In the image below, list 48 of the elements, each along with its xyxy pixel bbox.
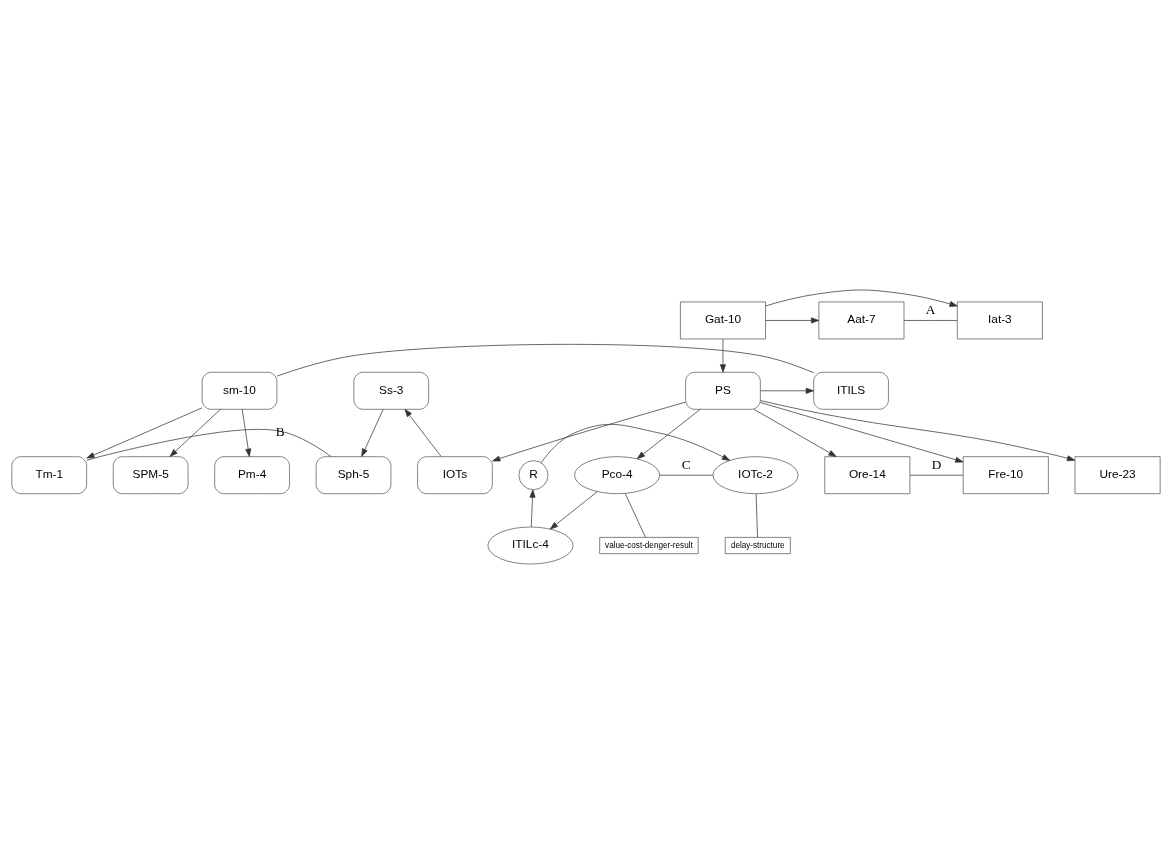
arrow [765, 317, 820, 324]
arrow [549, 491, 598, 530]
node-box: Pm-4 [214, 456, 290, 495]
arrow [529, 489, 536, 528]
node-box: ITILS [813, 371, 889, 410]
arrow [760, 387, 814, 394]
connector [659, 474, 714, 476]
arrow [540, 423, 731, 464]
arrow [636, 408, 701, 459]
node-box: Fre-10 [962, 456, 1049, 495]
connector [755, 493, 758, 538]
edge-label: B [275, 424, 285, 440]
arrow [760, 400, 1076, 462]
node-box: Ure-23 [1074, 456, 1161, 495]
arrow [361, 408, 384, 457]
edge-label: C [681, 456, 691, 472]
arrow [765, 289, 958, 307]
node-box: IOTs [417, 456, 493, 495]
node-box: SPM-5 [112, 456, 189, 495]
node-box: sm-10 [201, 371, 278, 410]
node-box: Sph-5 [315, 456, 392, 495]
connector [903, 320, 958, 321]
node-circle: R [518, 460, 549, 491]
node-box: Iat-3 [956, 301, 1043, 340]
connector [624, 493, 646, 538]
node-box: Gat-10 [680, 301, 766, 340]
arrow [753, 408, 837, 457]
connector [909, 474, 964, 476]
node-box: Ss-3 [353, 371, 430, 410]
arrow [404, 408, 442, 457]
node-box: PS [685, 371, 761, 410]
node-box: Tm-1 [11, 456, 87, 495]
connector [86, 429, 332, 461]
node-ellipse: ITILc-4 [487, 526, 574, 565]
arrow [169, 408, 221, 457]
arrow [86, 407, 203, 459]
node-box: Aat-7 [818, 301, 905, 340]
edge-label: A [925, 302, 936, 318]
edge-label: D [931, 456, 942, 472]
arrow [241, 408, 252, 457]
node-box: delay-structure [724, 537, 791, 555]
arrow [760, 402, 964, 463]
arrow [492, 401, 686, 462]
node-ellipse: Pco-4 [574, 456, 661, 495]
connector [276, 344, 814, 377]
node-box: Ore-14 [824, 456, 911, 495]
node-box: value-cost-denger-result [599, 537, 699, 555]
arrow [720, 338, 726, 373]
